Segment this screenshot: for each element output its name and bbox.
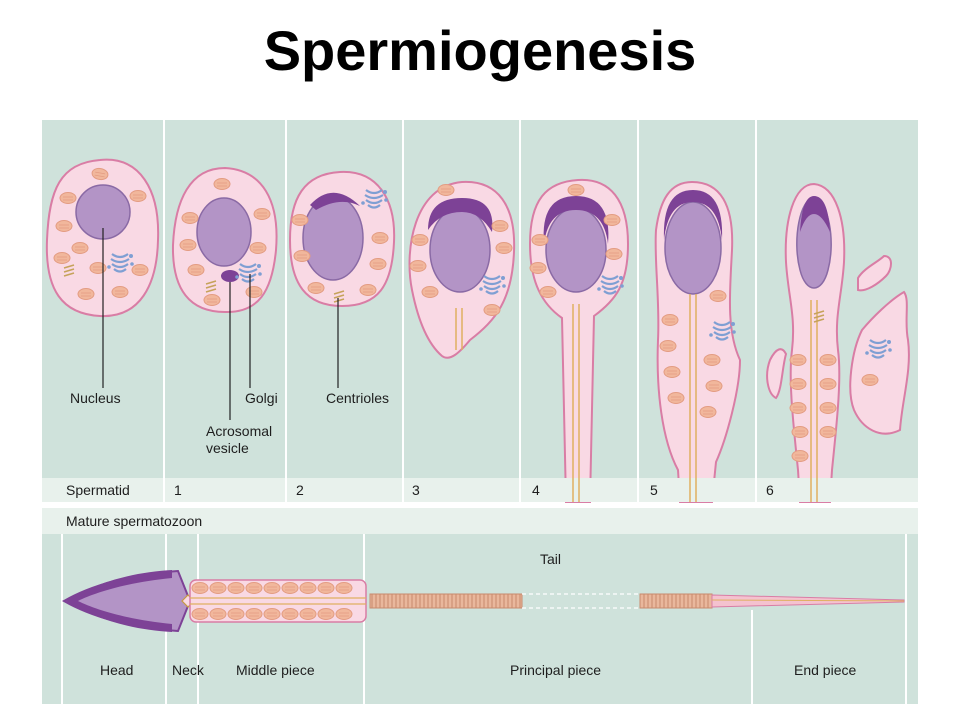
label-principal-piece: Principal piece	[510, 662, 601, 678]
spermatid-cell-3	[408, 180, 516, 359]
label-end-piece: End piece	[794, 662, 856, 678]
label-middle-piece: Middle piece	[236, 662, 315, 678]
stage-number-1: 1	[174, 482, 182, 498]
spermatid-cell-2	[288, 170, 396, 308]
label-centrioles: Centrioles	[326, 390, 389, 406]
label-nucleus: Nucleus	[70, 390, 121, 406]
stage-number-4: 4	[532, 482, 540, 498]
label-acrosomal: Acrosomal	[206, 423, 272, 439]
label-golgi: Golgi	[245, 390, 278, 406]
stage-dividers	[163, 120, 757, 502]
spermatid-cell-4	[528, 178, 630, 503]
sperm-principal-piece	[369, 593, 713, 609]
page-title: Spermiogenesis	[263, 19, 697, 82]
label-mature-spermatozoon: Mature spermatozoon	[66, 513, 202, 529]
stage-number-2: 2	[296, 482, 304, 498]
spermatid-strip	[42, 478, 918, 502]
label-neck: Neck	[172, 662, 205, 678]
label-head: Head	[100, 662, 133, 678]
leader-lines	[102, 228, 339, 420]
mature-spermatozoon	[61, 569, 905, 633]
acrosomal-vesicle	[221, 270, 239, 282]
stage-number-3: 3	[412, 482, 420, 498]
spermatid-cell-5	[654, 180, 742, 503]
label-vesicle: vesicle	[206, 440, 249, 456]
stage-number-5: 5	[650, 482, 658, 498]
residual-body	[849, 290, 910, 435]
mature-header-strip	[42, 508, 918, 534]
label-tail: Tail	[540, 551, 561, 567]
label-spermatid: Spermatid	[66, 482, 130, 498]
spermatid-cell-1	[171, 166, 278, 314]
spermatid-cell-6	[766, 182, 910, 503]
stage-number-6: 6	[766, 482, 774, 498]
